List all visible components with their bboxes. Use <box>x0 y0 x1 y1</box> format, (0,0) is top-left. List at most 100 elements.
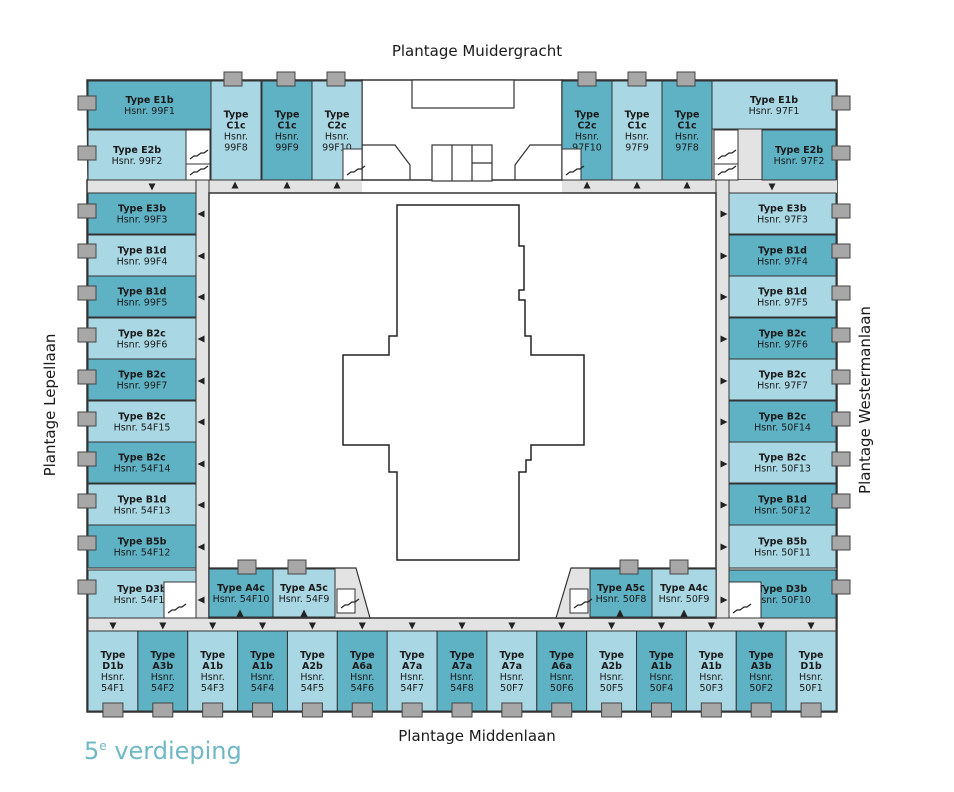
unit-type: A1b <box>701 661 722 672</box>
unit-hsnr: 99F8 <box>224 143 248 154</box>
unit-type: Type A5c <box>597 583 645 594</box>
balcony <box>77 95 97 111</box>
entrance-arrow-icon <box>197 501 205 509</box>
unit-type: Type B1d <box>758 495 807 506</box>
unit-hsnr: Hsnr. <box>250 672 274 683</box>
balcony <box>831 579 851 595</box>
unit-type: Type <box>799 650 824 661</box>
balcony <box>287 559 307 575</box>
unit-hsnr: Hsnr. 99F3 <box>117 215 168 226</box>
stair-icon <box>717 165 737 176</box>
entrance-arrow-icon <box>197 293 205 301</box>
entrance-arrow-icon <box>707 622 715 630</box>
unit-type: Type E1b <box>126 95 174 106</box>
entrance-arrow-icon <box>209 622 217 630</box>
entrance-arrow-icon <box>558 622 566 630</box>
unit-hsnr: Hsnr. 54F11 <box>114 595 171 606</box>
unit-type: Type <box>325 110 350 121</box>
entrance-arrow-icon <box>720 460 728 468</box>
entrance-arrow-icon <box>616 609 624 617</box>
unit-type: A1b <box>252 661 273 672</box>
unit-hsnr: Hsnr. 97F7 <box>757 381 808 392</box>
entrance-arrow-icon <box>259 622 267 630</box>
unit-type: Type B2c <box>118 329 166 340</box>
entrance-arrow-icon <box>680 609 688 617</box>
balcony <box>627 71 647 87</box>
unit-hsnr: Hsnr. 97F6 <box>757 340 808 351</box>
floor-word: verdieping <box>114 737 242 765</box>
unit-area <box>636 630 687 712</box>
balcony <box>831 451 851 467</box>
entrance-arrow-icon <box>197 418 205 426</box>
unit-type: Type <box>699 650 724 661</box>
unit-type: Type D3b <box>758 584 808 595</box>
floor-suffix: e <box>99 739 107 753</box>
unit-type: Type B2c <box>118 453 166 464</box>
stair-icon <box>717 149 737 160</box>
street-label-top: Plantage Muidergracht <box>391 42 563 60</box>
balcony <box>831 535 851 551</box>
entrance-arrow-icon <box>657 622 665 630</box>
balcony <box>223 71 243 87</box>
entrance-arrow-icon <box>358 622 366 630</box>
unit-hsnr: Hsnr. <box>600 672 624 683</box>
unit-type: A1b <box>651 661 672 672</box>
unit-type: Type <box>300 650 325 661</box>
unit-type: Type <box>549 650 574 661</box>
unit-hsnr: Hsnr. 99F1 <box>124 106 175 117</box>
unit-type: Type <box>625 110 650 121</box>
unit-hsnr: 50F2 <box>749 683 773 694</box>
balcony <box>77 451 97 467</box>
unit-type: A1b <box>202 661 223 672</box>
unit-type: Type <box>350 650 375 661</box>
unit-type: C2c <box>327 121 346 132</box>
balcony <box>577 71 597 87</box>
